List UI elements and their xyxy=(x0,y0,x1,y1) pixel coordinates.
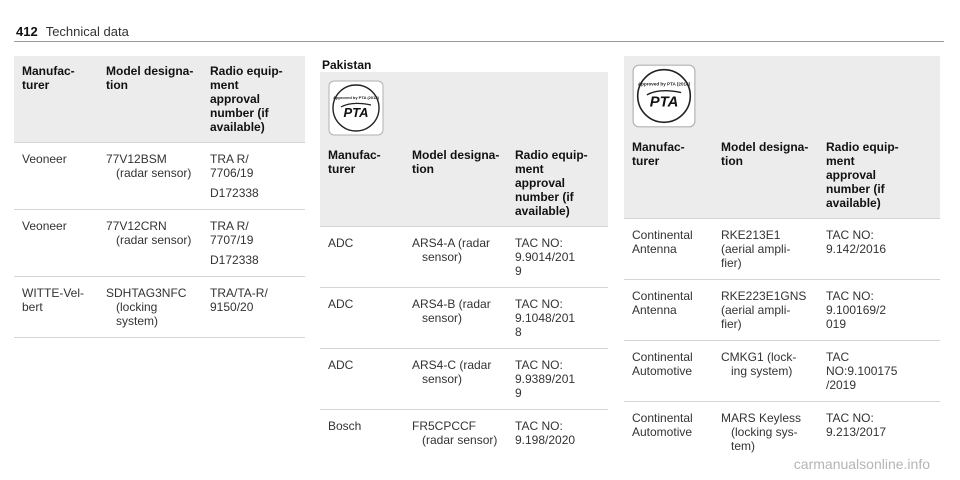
cell-model: 77V12CRN(radar sensor) xyxy=(98,209,202,277)
cell-approval: TAC NO: 9.9389/201 9 xyxy=(507,348,608,410)
header-approval-number: Radio equip- ment approval number (if av… xyxy=(507,140,608,227)
approval-table-3: Approved by PTA (2018) PTA Manufac- ture… xyxy=(624,56,940,462)
table-row: Continental Antenna RKE223E1GNS(aerial a… xyxy=(624,279,940,341)
cell-approval: TAC NO: 9.213/2017 xyxy=(818,401,940,462)
approval-table-pakistan: Approved by PTA (2018) PTA Manufac- ture… xyxy=(320,72,608,456)
table-header-row: Manufac- turer Model designa- tion Radio… xyxy=(624,132,940,219)
cell-model: 77V12BSM(radar sensor) xyxy=(98,142,202,210)
cell-model: RKE223E1GNS(aerial ampli- fier) xyxy=(713,279,818,341)
cell-approval: TRA/TA-R/ 9150/20 xyxy=(202,276,305,338)
header-model-designation: Model designa- tion xyxy=(713,132,818,219)
cell-model: SDHTAG3NFC(locking system) xyxy=(98,276,202,338)
cell-model: FR5CPCCF(radar sensor) xyxy=(404,409,507,456)
table-row: WITTE-Vel- bert SDHTAG3NFC(locking syste… xyxy=(14,276,305,338)
cell-approval: TAC NO: 9.1048/201 8 xyxy=(507,287,608,349)
cell-approval: TAC NO: 9.198/2020 xyxy=(507,409,608,456)
cell-model: MARS Keyless(locking sys- tem) xyxy=(713,401,818,462)
cell-manufacturer: Continental Automotive xyxy=(624,340,713,402)
logo-row: Approved by PTA (2018) PTA xyxy=(320,72,608,140)
logo-text: PTA xyxy=(343,105,368,120)
header-rule xyxy=(14,41,944,42)
pta-logo-icon: Approved by PTA (2018) PTA xyxy=(328,80,384,136)
cell-manufacturer: Continental Antenna xyxy=(624,279,713,341)
cell-approval: TAC NO: 9.100169/2 019 xyxy=(818,279,940,341)
header-model-designation: Model designa- tion xyxy=(98,56,202,143)
page-header: 412 Technical data xyxy=(16,24,129,39)
cell-manufacturer: Continental Automotive xyxy=(624,401,713,462)
logo-caption: Approved by PTA (2018) xyxy=(638,82,691,87)
page-number: 412 xyxy=(16,24,38,39)
cell-model: CMKG1 (lock-ing system) xyxy=(713,340,818,402)
section-title: Technical data xyxy=(45,24,129,39)
cell-approval: TAC NO: 9.9014/201 9 xyxy=(507,226,608,288)
table-row: Veoneer 77V12BSM(radar sensor) TRA R/ 77… xyxy=(14,142,305,210)
logo-text: PTA xyxy=(650,94,679,110)
cell-manufacturer: ADC xyxy=(320,226,404,288)
table-row: Continental Automotive CMKG1 (lock-ing s… xyxy=(624,340,940,402)
cell-approval: TAC NO:9.100175 /2019 xyxy=(818,340,940,402)
watermark: carmanualsonline.info xyxy=(793,456,930,472)
cell-manufacturer: ADC xyxy=(320,287,404,349)
header-manufacturer: Manufac- turer xyxy=(320,140,404,227)
logo-cell: Approved by PTA (2018) PTA xyxy=(320,72,608,140)
header-model-designation: Model designa- tion xyxy=(404,140,507,227)
pta-logo-icon: Approved by PTA (2018) PTA xyxy=(632,64,696,128)
table-row: Continental Automotive MARS Keyless(lock… xyxy=(624,401,940,462)
logo-row: Approved by PTA (2018) PTA xyxy=(624,56,940,132)
table-row: Veoneer 77V12CRN(radar sensor) TRA R/ 77… xyxy=(14,209,305,277)
header-approval-number: Radio equip- ment approval number (if av… xyxy=(818,132,940,219)
header-manufacturer: Manufac- turer xyxy=(624,132,713,219)
cell-model: RKE213E1(aerial ampli- fier) xyxy=(713,218,818,280)
cell-manufacturer: Veoneer xyxy=(14,209,98,277)
table-header-row: Manufac- turer Model designa- tion Radio… xyxy=(14,56,305,143)
cell-approval: TAC NO: 9.142/2016 xyxy=(818,218,940,280)
approval-table-1: Manufac- turer Model designa- tion Radio… xyxy=(14,56,305,338)
header-manufacturer: Manufac- turer xyxy=(14,56,98,143)
cell-manufacturer: Continental Antenna xyxy=(624,218,713,280)
logo-cell: Approved by PTA (2018) PTA xyxy=(624,56,940,132)
table-header-row: Manufac- turer Model designa- tion Radio… xyxy=(320,140,608,227)
cell-manufacturer: Veoneer xyxy=(14,142,98,210)
cell-manufacturer: ADC xyxy=(320,348,404,410)
header-approval-number: Radio equip- ment approval number (if av… xyxy=(202,56,305,143)
cell-manufacturer: WITTE-Vel- bert xyxy=(14,276,98,338)
country-heading-pakistan: Pakistan xyxy=(322,58,372,72)
table-row: Bosch FR5CPCCF(radar sensor) TAC NO: 9.1… xyxy=(320,409,608,456)
cell-manufacturer: Bosch xyxy=(320,409,404,456)
table-row: Continental Antenna RKE213E1(aerial ampl… xyxy=(624,218,940,280)
logo-caption: Approved by PTA (2018) xyxy=(333,95,379,100)
